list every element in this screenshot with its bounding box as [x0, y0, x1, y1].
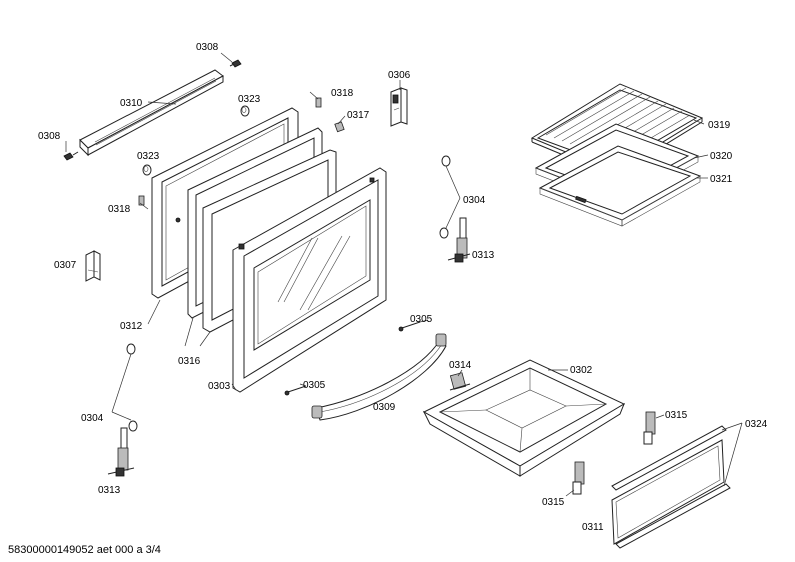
bushing-0317 — [334, 121, 345, 133]
outer-door-0303 — [232, 167, 387, 393]
label-0314: 0314 — [449, 360, 472, 371]
label-0308-top: 0308 — [196, 42, 219, 53]
label-0315-right: 0315 — [665, 410, 688, 421]
label-0317: 0317 — [347, 110, 370, 121]
label-0313-right: 0313 — [472, 250, 495, 261]
rail-clip-0315-right — [643, 411, 656, 445]
label-0324: 0324 — [745, 419, 768, 430]
door-trim-strip — [79, 69, 224, 157]
label-0303: 0303 — [208, 381, 231, 392]
baking-sheet-0321 — [538, 145, 702, 227]
label-0304-right: 0304 — [463, 195, 486, 206]
label-0309: 0309 — [373, 402, 396, 413]
handle-screw-lower — [284, 385, 307, 396]
label-0310: 0310 — [120, 98, 143, 109]
label-0323-top: 0323 — [238, 94, 261, 105]
label-0304-left: 0304 — [81, 413, 104, 424]
glass-strip-upper — [611, 425, 727, 491]
label-0315-left: 0315 — [542, 497, 565, 508]
screw-left — [63, 151, 79, 161]
glass-strip-lower — [615, 483, 731, 549]
hinge-left-assembly — [107, 343, 138, 477]
clip-0318-left — [138, 195, 145, 206]
label-0311: 0311 — [582, 522, 604, 533]
rail-clip-0314 — [449, 372, 471, 391]
label-0307: 0307 — [54, 260, 77, 271]
label-0318-left: 0318 — [108, 204, 131, 215]
label-0318-top: 0318 — [331, 88, 354, 99]
bracket-0307 — [85, 250, 101, 282]
fastener-0323-top — [240, 105, 250, 117]
drawing-reference-number: 58300000149052 aet 000 a 3/4 — [8, 544, 161, 556]
label-0306: 0306 — [388, 70, 411, 81]
handle-screw-upper — [398, 321, 421, 332]
door-handle-0309 — [311, 333, 447, 421]
part-labels: 0308 0308 0310 0323 0323 0318 0318 0317 … — [38, 42, 768, 533]
label-0320: 0320 — [710, 151, 733, 162]
label-0312: 0312 — [120, 321, 143, 332]
label-0321: 0321 — [710, 174, 733, 185]
label-0308-left: 0308 — [38, 131, 61, 142]
label-0305-upper: 0305 — [410, 314, 433, 325]
label-0313-left: 0313 — [98, 485, 121, 496]
label-0319: 0319 — [708, 120, 731, 131]
hinge-right-assembly — [439, 155, 471, 263]
rail-clip-0315-left — [572, 461, 585, 495]
screw-top — [229, 59, 242, 68]
hinge-bracket-0306 — [390, 87, 408, 127]
clip-0318-top — [315, 97, 322, 108]
fastener-0323-mid — [142, 164, 152, 176]
label-0305-lower: 0305 — [303, 380, 326, 391]
label-0316: 0316 — [178, 356, 201, 367]
label-0323-mid: 0323 — [137, 151, 160, 162]
leader-lines — [65, 52, 743, 497]
baking-tray-0302 — [422, 359, 626, 477]
label-0302: 0302 — [570, 365, 593, 376]
drawer-glass-0311 — [611, 439, 725, 545]
